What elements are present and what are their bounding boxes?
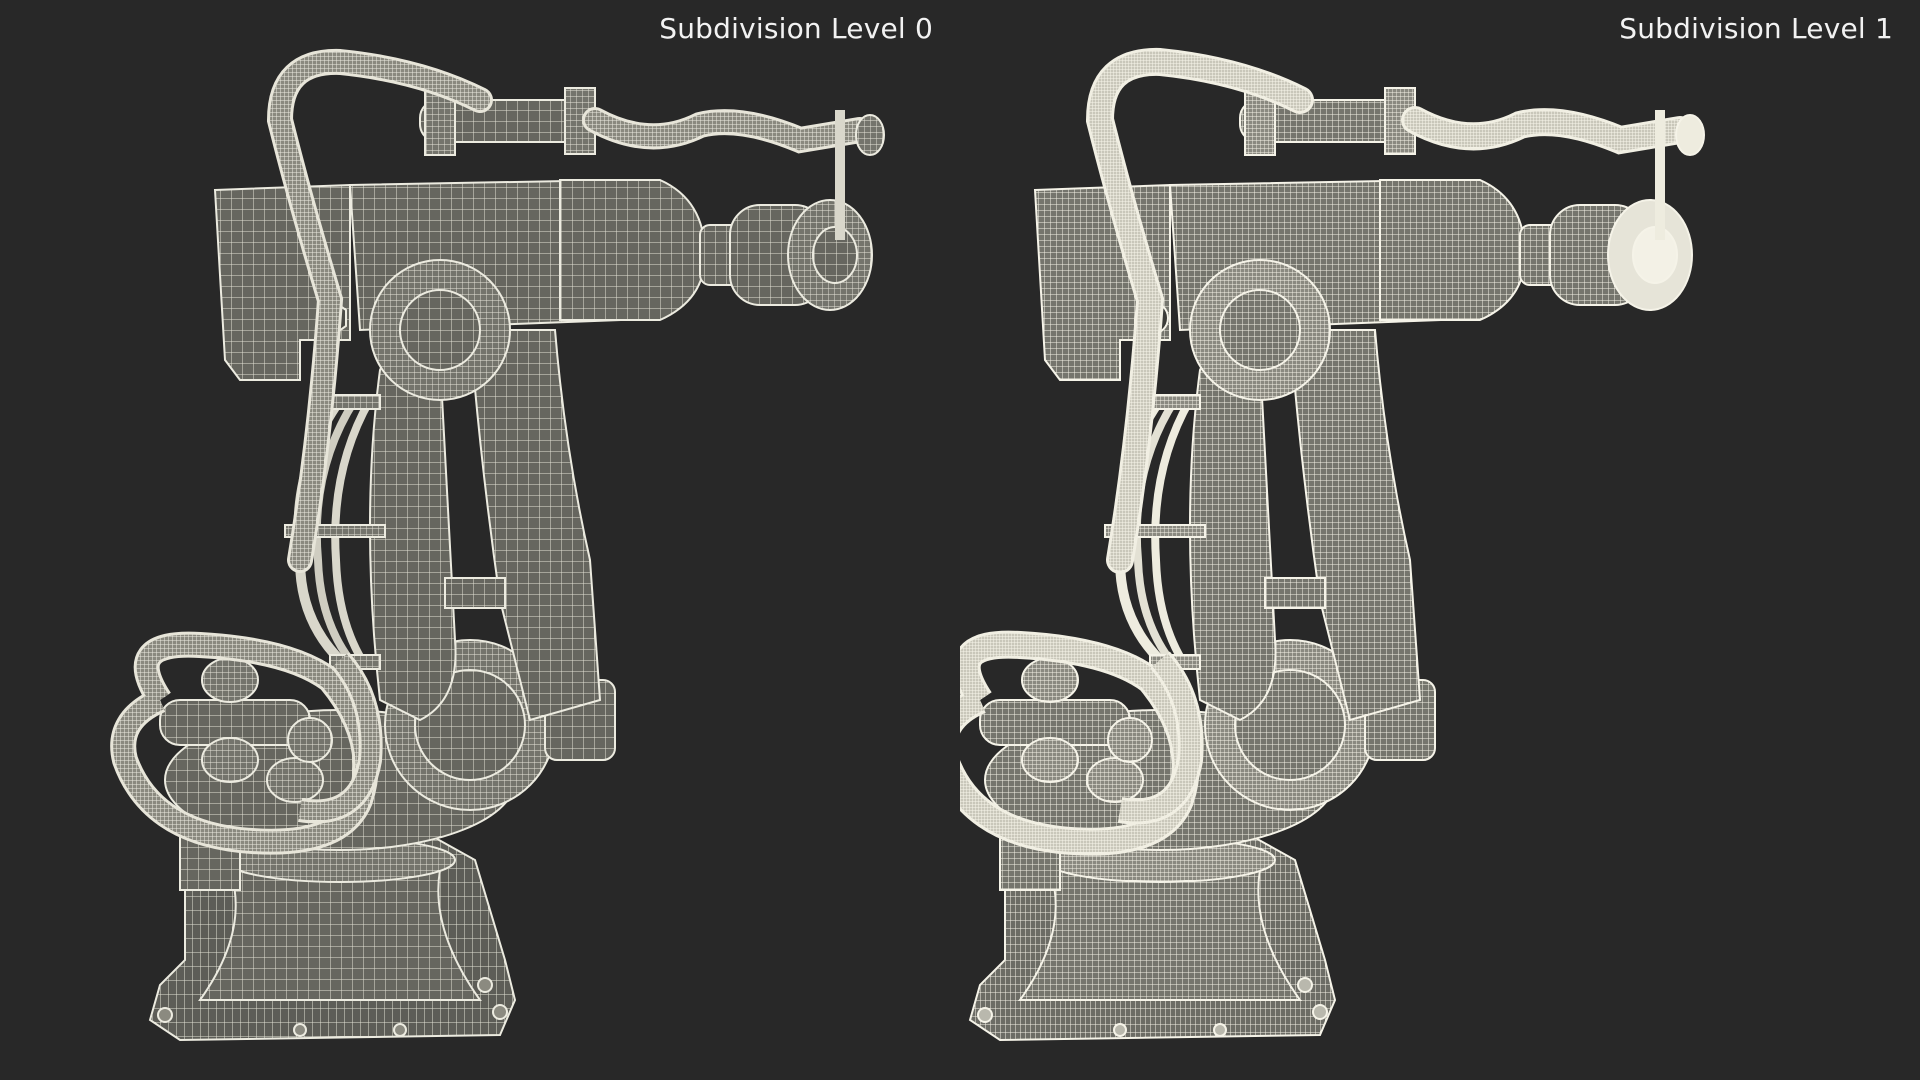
panel-title-level-1: Subdivision Level 1	[1619, 12, 1893, 45]
robot-lower-arm	[369, 329, 602, 722]
counterbalance-cylinders	[979, 657, 1153, 803]
robot-forearm	[559, 179, 873, 321]
robot-arm-wireframe-level-1	[960, 47, 1705, 1042]
robot-shoulder	[1033, 178, 1441, 401]
robot-base	[968, 829, 1337, 1042]
robot-arm-wireframe-level-0	[110, 48, 885, 1042]
robot-lower-arm	[1189, 329, 1422, 722]
panel-subdivision-level-0: Subdivision Level 0	[110, 12, 933, 1042]
robot-base	[148, 829, 517, 1042]
base-loop-hose	[110, 631, 383, 855]
panel-subdivision-level-1: Subdivision Level 1	[960, 0, 1920, 1080]
base-loop-hose	[960, 630, 1204, 856]
panel-title-level-0: Subdivision Level 0	[659, 12, 933, 45]
robot-forearm	[1379, 179, 1693, 321]
dress-pack-hose	[266, 48, 885, 573]
counterbalance-cylinders	[159, 657, 333, 803]
dress-pack-hose	[1085, 47, 1705, 574]
